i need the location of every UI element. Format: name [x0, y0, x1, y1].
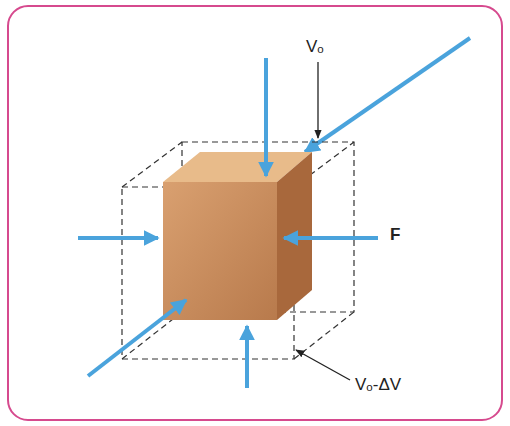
frame: [8, 6, 502, 420]
force-arrow: [305, 38, 470, 152]
leader-line: [317, 62, 318, 138]
volume-label: Vₒ-ΔV: [355, 376, 401, 395]
leader-line: [296, 350, 350, 380]
original-volume: [122, 142, 354, 359]
force-label: F: [390, 226, 400, 245]
force-arrows: [78, 58, 378, 388]
volume-label: Vₒ: [306, 38, 324, 57]
